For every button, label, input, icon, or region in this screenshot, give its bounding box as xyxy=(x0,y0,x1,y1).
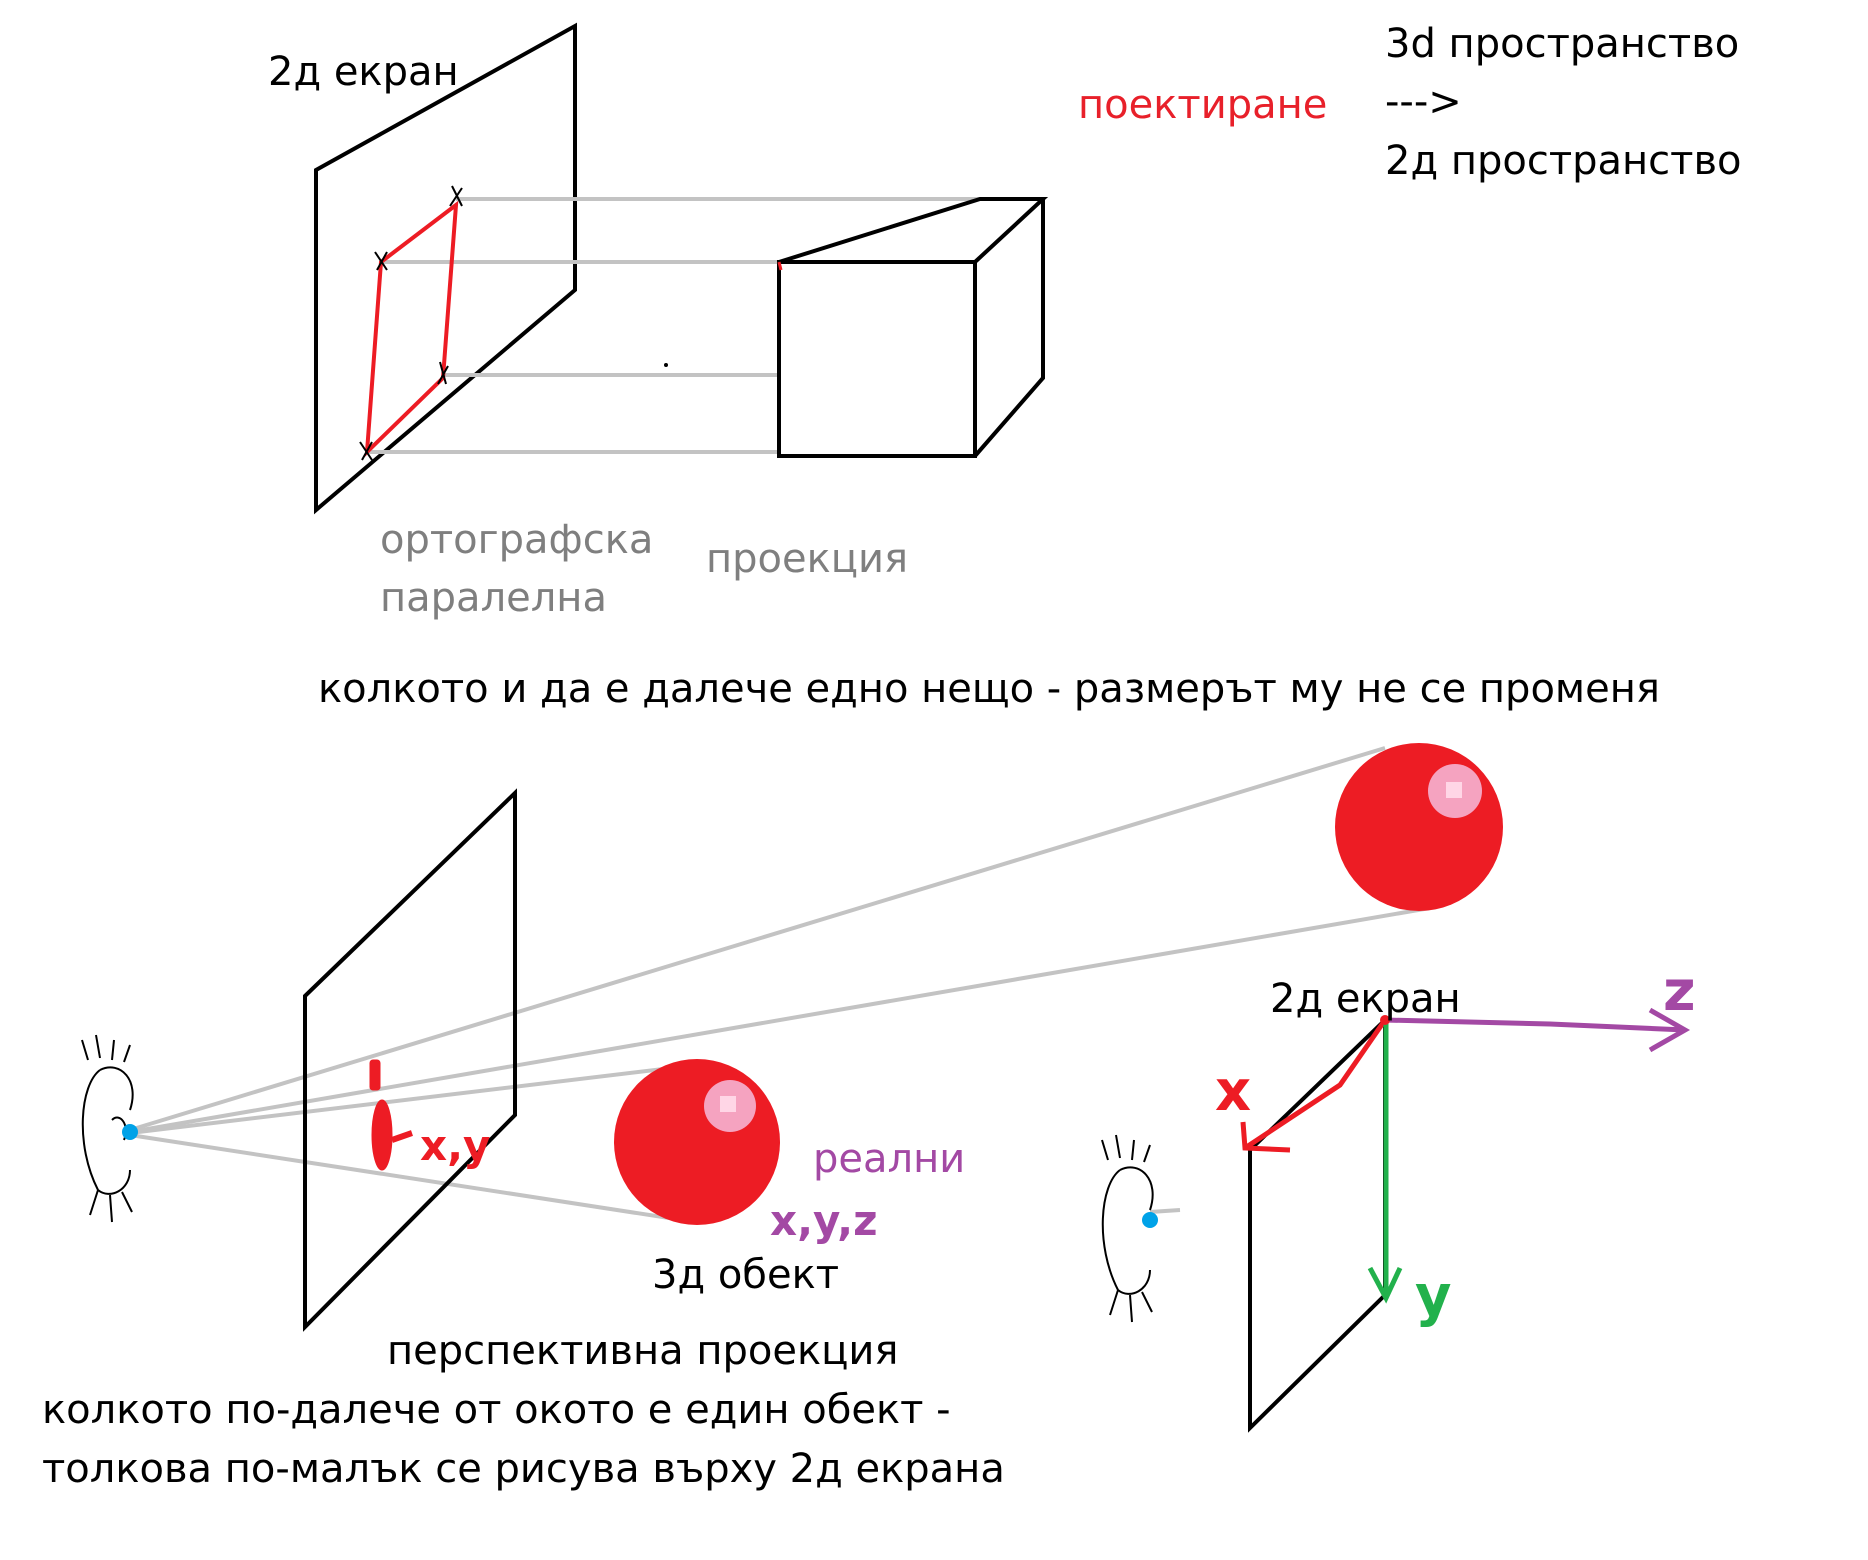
eye-icon-right xyxy=(1101,1134,1154,1323)
ortho-screen-label: 2д екран xyxy=(268,49,459,95)
axis-z-label: z xyxy=(1663,959,1696,1024)
space-3d-label: 3d пространство xyxy=(1385,21,1739,67)
perspective-caption-2: толкова по-малък се рисува върху 2д екра… xyxy=(42,1446,1005,1492)
perspective-rays xyxy=(129,746,1431,1224)
ortho-projected-shape xyxy=(364,200,459,458)
axis-z-arrow xyxy=(1384,1017,1686,1033)
perspective-title: перспективна проекция xyxy=(387,1328,898,1374)
ortho-label-line1: ортографска xyxy=(380,517,653,563)
axes-diagram: 2д екран x y z xyxy=(1101,959,1696,1433)
axis-x-label: x xyxy=(1215,1059,1251,1124)
real-label: реални xyxy=(813,1136,965,1182)
perspective-screen-plane xyxy=(303,788,517,1332)
ortho-caption: колкото и да е далече едно нещо - размер… xyxy=(318,666,1660,712)
projected-sphere-marks xyxy=(369,1059,393,1171)
sphere-icon xyxy=(614,1059,780,1225)
arrow-label: ---> xyxy=(1385,79,1462,125)
perspective-diagram: x,y реални x,y,z 3д обект перспективна п… xyxy=(42,743,1503,1492)
axis-x-arrow xyxy=(1243,1018,1388,1151)
ortho-screen-plane xyxy=(314,22,577,515)
ortho-projection-lines xyxy=(366,197,980,454)
ortho-label-line2: паралелна xyxy=(380,575,607,621)
axes-screen-plane xyxy=(1248,1015,1387,1433)
pupil xyxy=(122,1124,138,1140)
xyz-label: x,y,z xyxy=(770,1196,878,1245)
cube-icon xyxy=(777,197,1049,458)
projected-xy-label: x,y xyxy=(420,1121,490,1170)
axis-y-label: y xyxy=(1415,1264,1452,1329)
vertex-marks xyxy=(359,185,463,461)
axes-screen-label: 2д екран xyxy=(1270,976,1461,1022)
far-sphere-icon xyxy=(1335,743,1503,911)
ortho-diagram xyxy=(314,22,1049,515)
projecting-label: поектиране xyxy=(1078,82,1327,128)
space-2d-label: 2д пространство xyxy=(1385,138,1742,184)
eye-icon xyxy=(81,1034,134,1223)
perspective-caption-1: колкото по-далече от окото е един обект … xyxy=(42,1387,951,1433)
projection-word: проекция xyxy=(706,536,908,582)
pupil-right xyxy=(1142,1212,1158,1228)
object-3d-label: 3д обект xyxy=(652,1252,839,1298)
